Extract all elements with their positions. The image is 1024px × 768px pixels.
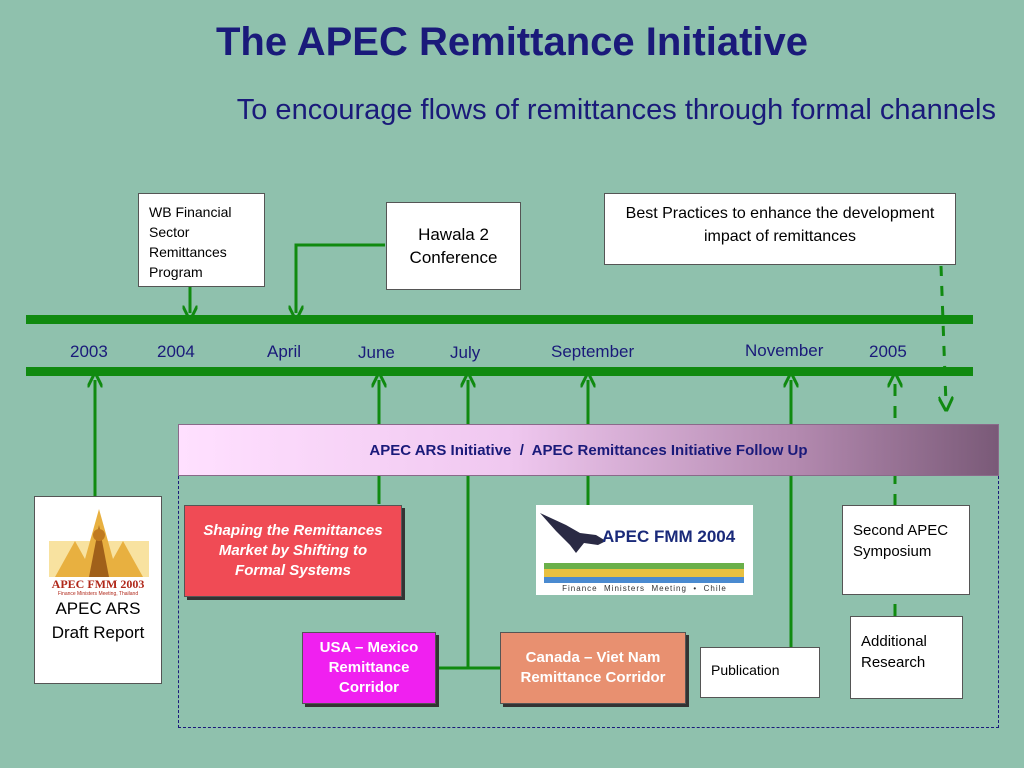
fmm2004-landscape-sand — [544, 569, 744, 579]
fmm2003-logo-figure — [89, 525, 109, 577]
fmm2003-logo-head — [93, 529, 105, 541]
timeline-bar-bottom — [26, 367, 973, 376]
timeline-label-april: April — [267, 342, 302, 361]
fmm2004-logo-box: APEC FMM 2004 Finance Ministers Meeting … — [536, 505, 753, 595]
second-symposium-text: Second APEC Symposium — [853, 522, 949, 560]
best-practices-text: Best Practices to enhance the developmen… — [625, 205, 935, 245]
fmm2003-logo-subtext: Finance Ministers Meeting, Thailand — [57, 591, 139, 597]
initiative-band-text: APEC ARS Initiative / APEC Remittances I… — [369, 441, 808, 459]
timeline-label-september: September — [551, 342, 635, 361]
publication-text: Publication — [711, 662, 780, 678]
timeline-label-july: July — [450, 343, 481, 362]
timeline-label-june: June — [358, 343, 395, 362]
connector-bestpractices-2005 — [941, 265, 946, 404]
canada-vietnam-corridor-box: Canada – Viet Nam Remittance Corridor — [500, 632, 686, 704]
fmm2004-logo-text: APEC FMM 2004 — [602, 527, 736, 546]
initiative-band: APEC ARS Initiative / APEC Remittances I… — [178, 424, 999, 476]
timeline-label-november: November — [745, 341, 824, 360]
followup-region — [178, 476, 999, 728]
additional-research-text: Additional Research — [861, 633, 927, 671]
hawala-conference-text: Hawala 2 Conference — [409, 225, 498, 267]
fmm2004-logo-subtext: Finance Ministers Meeting • Chile — [562, 584, 727, 593]
fmm2004-logo — [540, 513, 744, 583]
slide-subtitle: To encourage flows of remittances throug… — [236, 94, 996, 126]
usa-mexico-corridor-text: USA – Mexico Remittance Corridor — [319, 639, 419, 696]
usa-mexico-corridor-box: USA – Mexico Remittance Corridor — [302, 632, 436, 704]
timeline-label-2003: 2003 — [70, 342, 108, 361]
additional-research-box: Additional Research — [850, 616, 963, 699]
publication-box: Publication — [700, 647, 820, 698]
condor-icon — [540, 513, 606, 553]
wb-program-box: WB Financial Sector Remittances Program — [138, 193, 265, 287]
draft-report-box: APEC FMM 2003 Finance Ministers Meeting,… — [34, 496, 162, 684]
canada-vietnam-corridor-text: Canada – Viet Nam Remittance Corridor — [520, 649, 666, 686]
timeline-bar-top — [26, 315, 973, 324]
fmm2003-logo — [49, 509, 149, 577]
draft-report-text: APEC ARS Draft Report — [51, 599, 145, 642]
wb-program-text: WB Financial Sector Remittances Program — [149, 204, 232, 280]
timeline-label-2005: 2005 — [869, 342, 907, 361]
best-practices-box: Best Practices to enhance the developmen… — [604, 193, 956, 265]
hawala-conference-box: Hawala 2 Conference — [386, 202, 521, 290]
shaping-market-box: Shaping the Remittances Market by Shifti… — [184, 505, 402, 597]
slide-title: The APEC Remittance Initiative — [216, 20, 808, 64]
timeline-label-2004: 2004 — [157, 342, 195, 361]
shaping-market-text: Shaping the Remittances Market by Shifti… — [203, 522, 383, 579]
connector-hawala-april — [296, 243, 385, 313]
fmm2004-landscape-water — [544, 577, 744, 583]
fmm2003-logo-text: APEC FMM 2003 — [51, 577, 145, 591]
second-symposium-box: Second APEC Symposium — [842, 505, 970, 595]
